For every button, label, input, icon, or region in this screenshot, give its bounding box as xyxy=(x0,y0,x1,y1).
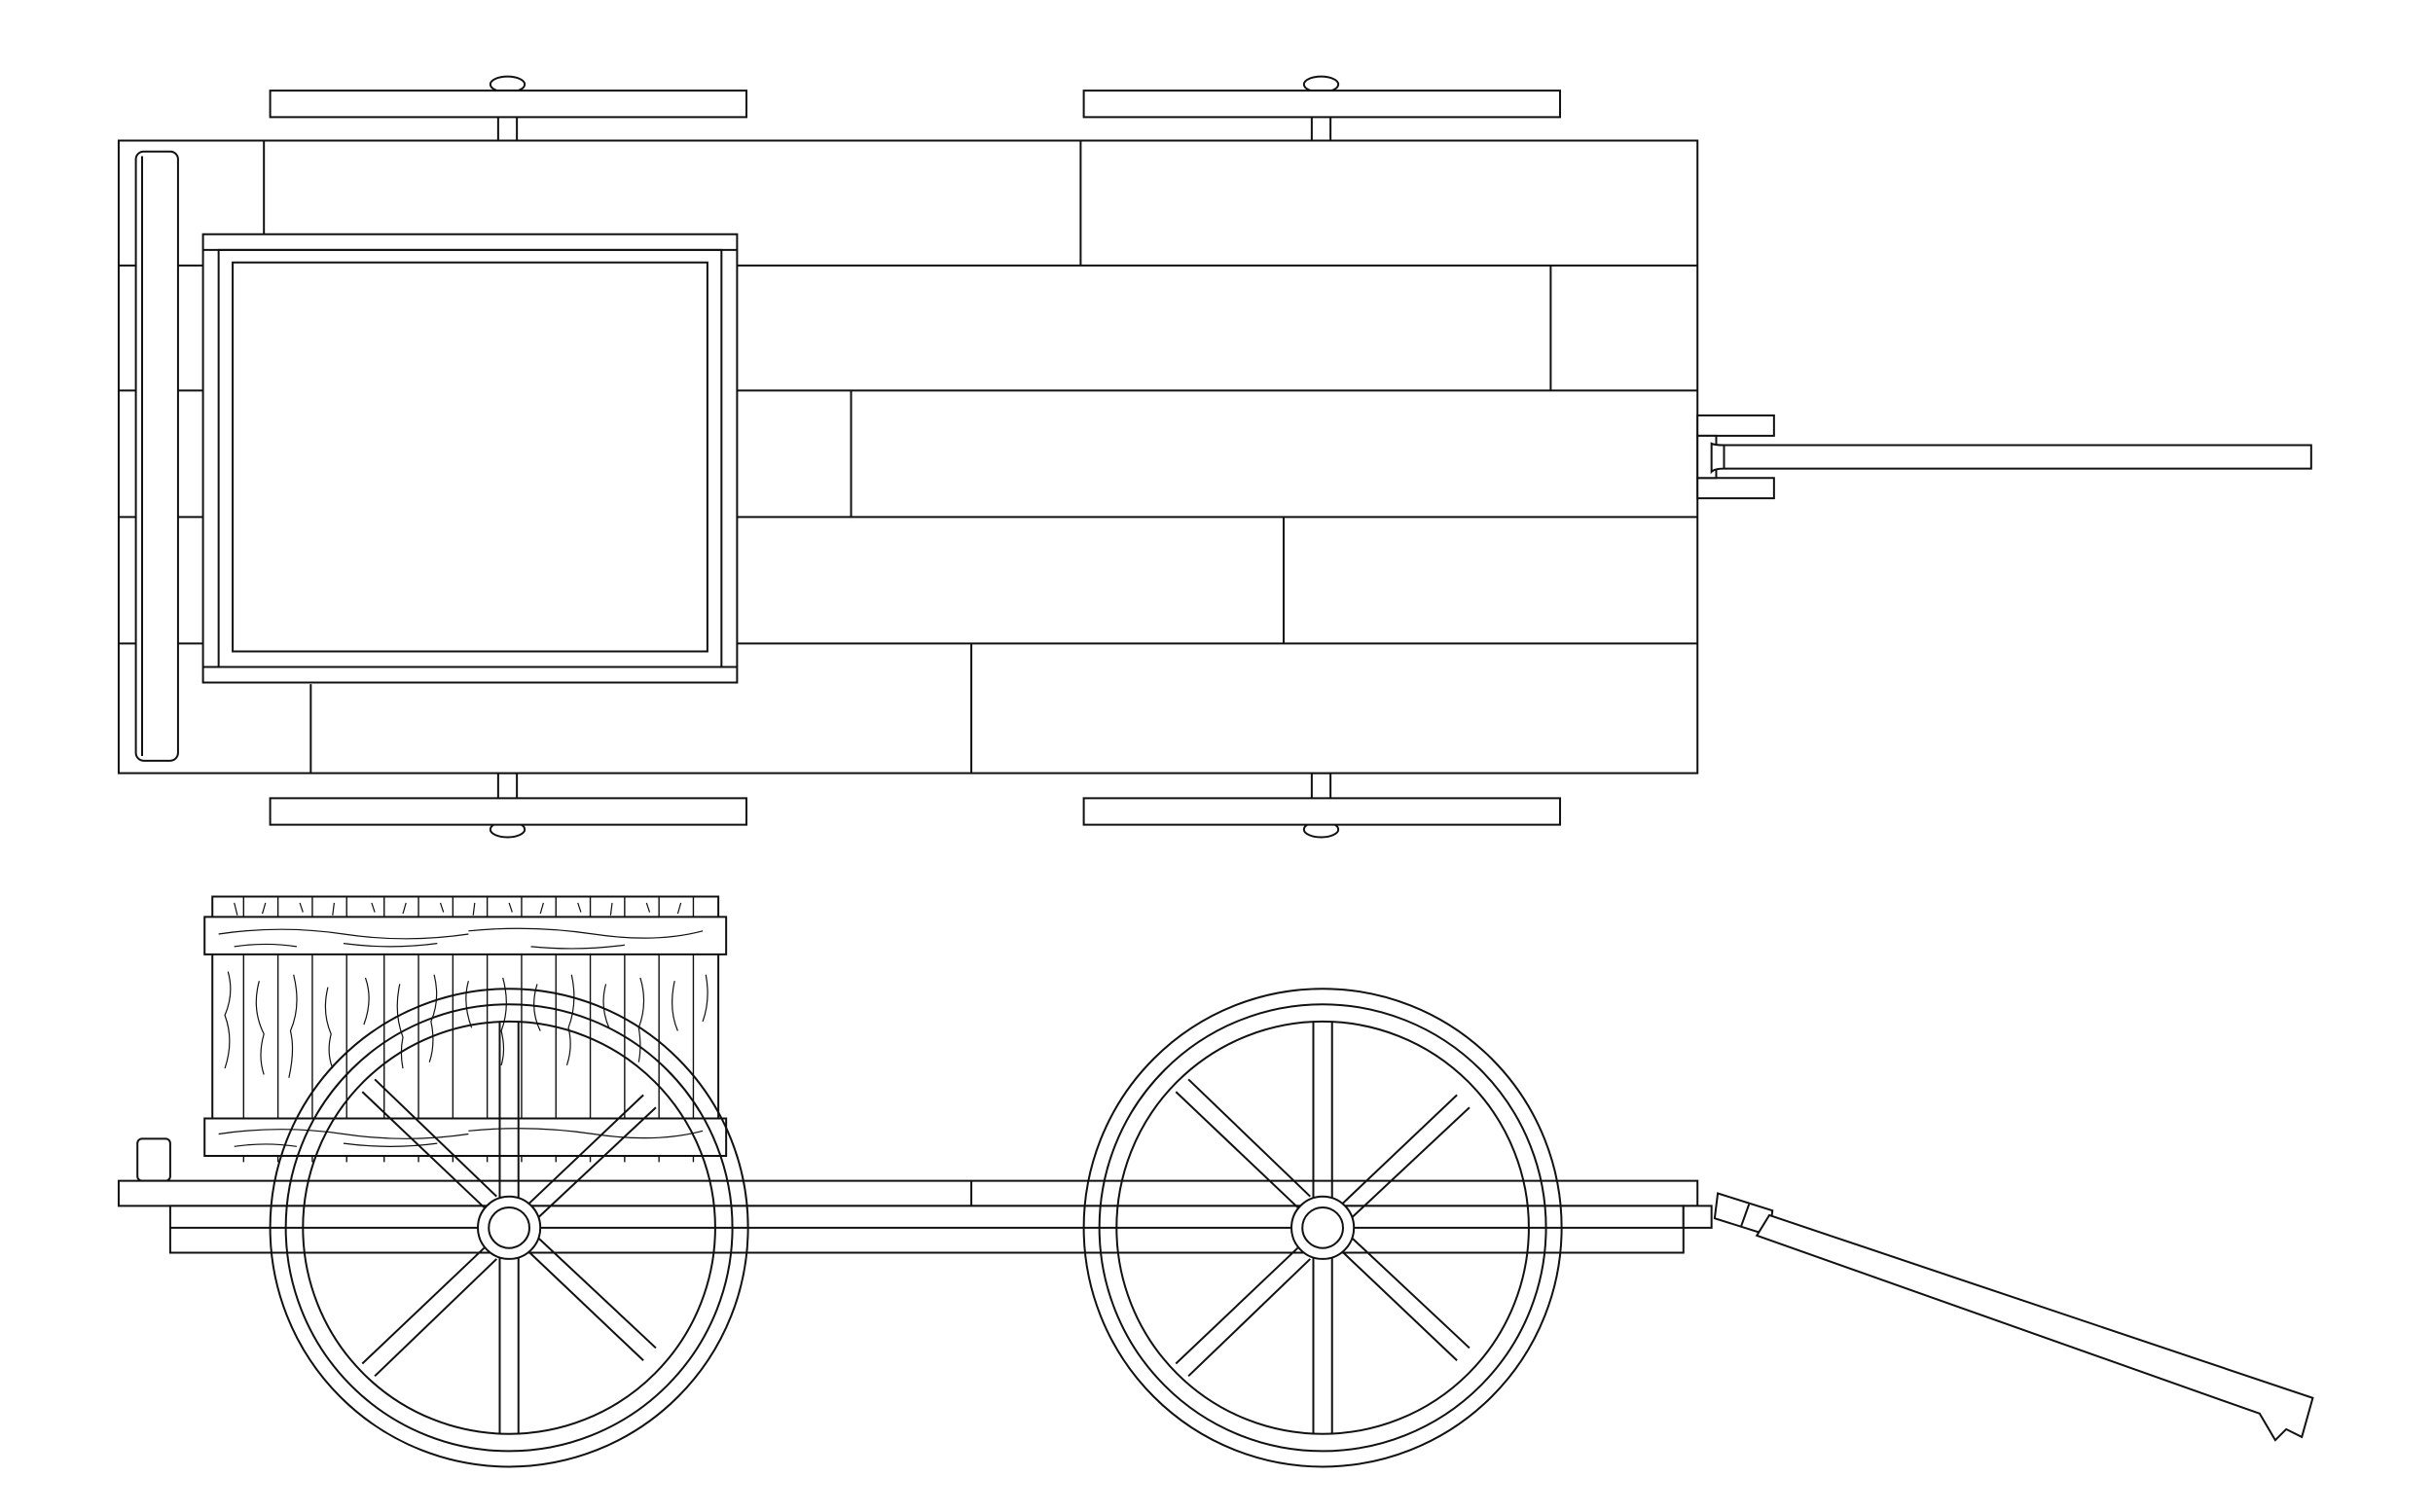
front-wheel-side xyxy=(271,989,748,1466)
side-bed-lower xyxy=(170,1206,1684,1252)
rear-board xyxy=(136,152,178,761)
top-wheel-rear-lower xyxy=(1084,798,1560,824)
box-top xyxy=(203,234,738,683)
rear-wheel-side xyxy=(1084,989,1562,1466)
top-view xyxy=(119,77,2311,838)
side-bed-upper xyxy=(119,1181,1697,1206)
rear-post xyxy=(137,1138,170,1180)
side-view xyxy=(119,896,2312,1466)
tongue-top xyxy=(1697,415,2311,498)
top-wheel-front-upper xyxy=(271,90,746,117)
top-wheel-rear-upper xyxy=(1084,90,1560,117)
barrel-side xyxy=(204,896,726,1162)
top-wheel-front-lower xyxy=(271,798,746,824)
tongue-side xyxy=(1684,1194,2313,1441)
